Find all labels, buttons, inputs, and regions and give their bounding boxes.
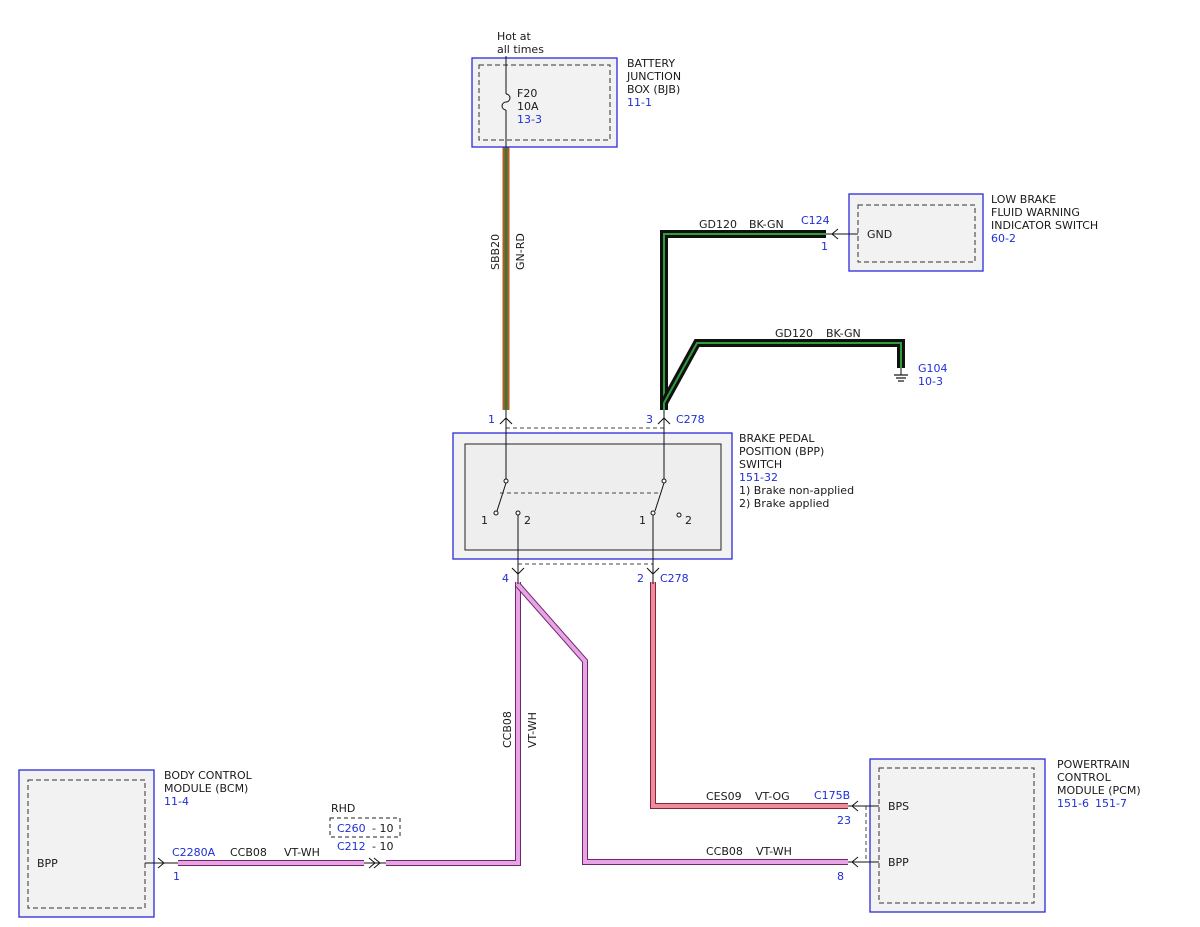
pcm-ref-1[interactable]: 151-6 — [1057, 797, 1089, 810]
pcm-pin-bpp: BPP — [888, 856, 909, 869]
fuse-id: F20 — [517, 87, 537, 100]
bpp-pin-bottom-left: 4 — [502, 572, 509, 585]
wire-gd120-ground-color: BK-GN — [826, 327, 861, 340]
connector-c278-top[interactable]: C278 — [676, 413, 705, 426]
c175b-pin-23: 23 — [837, 814, 851, 827]
battery-junction-box — [471, 56, 618, 148]
wire-ces09-circuit: CES09 — [706, 790, 742, 803]
bpp-pin-top-left: 1 — [488, 413, 495, 426]
wire-ccb08-vertical-circuit: CCB08 — [501, 711, 514, 748]
bpp-right-contact-2: 2 — [685, 514, 692, 527]
low-brake-name-1: LOW BRAKE — [991, 193, 1056, 206]
ground-id[interactable]: G104 — [918, 362, 948, 375]
wire-gd120-top-color: BK-GN — [749, 218, 784, 231]
connector-c124[interactable]: C124 — [801, 214, 830, 227]
bcm-name-2: MODULE (BCM) — [164, 782, 248, 795]
c260-pin: - 10 — [372, 822, 393, 835]
pcm-name-3: MODULE (PCM) — [1057, 784, 1141, 797]
connector-c212[interactable]: C212 — [337, 840, 366, 853]
ground-symbol — [894, 368, 908, 382]
wire-ces09[interactable] — [650, 582, 848, 809]
low-brake-fluid-switch — [826, 193, 984, 272]
pcm-ref-2[interactable]: 151-7 — [1095, 797, 1127, 810]
connector-c175b[interactable]: C175B — [814, 789, 850, 802]
pcm-name-2: CONTROL — [1057, 771, 1112, 784]
bpp-switch — [452, 410, 733, 584]
connector-c2280a[interactable]: C2280A — [172, 846, 216, 859]
bjb-supply-note-1: Hot at — [497, 30, 532, 43]
bpp-pin-top-right: 3 — [646, 413, 653, 426]
c175b-pin-8: 8 — [837, 870, 844, 883]
connector-c260[interactable]: C260 — [337, 822, 366, 835]
ground-ref[interactable]: 10-3 — [918, 375, 943, 388]
bpp-name-3: SWITCH — [739, 458, 782, 471]
c2280a-pin: 1 — [173, 870, 180, 883]
bpp-note-1: 1) Brake non-applied — [739, 484, 854, 497]
low-brake-name-2: FLUID WARNING — [991, 206, 1080, 219]
wire-ccb08-vertical-color: VT-WH — [526, 712, 539, 748]
bpp-right-contact-1: 1 — [639, 514, 646, 527]
bpp-ref[interactable]: 151-32 — [739, 471, 778, 484]
bcm-name-1: BODY CONTROL — [164, 769, 253, 782]
connector-c278-bottom[interactable]: C278 — [660, 572, 689, 585]
body-control-module — [18, 769, 178, 918]
bjb-supply-note-2: all times — [497, 43, 544, 56]
fuse-ref[interactable]: 13-3 — [517, 113, 542, 126]
wire-gd120-top-circuit: GD120 — [699, 218, 737, 231]
low-brake-ref[interactable]: 60-2 — [991, 232, 1016, 245]
wire-gd120-switch[interactable] — [660, 230, 826, 410]
wire-ccb08-bcm-color: VT-WH — [284, 846, 320, 859]
bpp-name-2: POSITION (BPP) — [739, 445, 824, 458]
wire-ces09-color: VT-OG — [755, 790, 790, 803]
bpp-name-1: BRAKE PEDAL — [739, 432, 815, 445]
wire-ccb08-bcm-circuit: CCB08 — [230, 846, 267, 859]
bjb-name-3: BOX (BJB) — [627, 83, 680, 96]
wire-ccb08-pcm[interactable] — [515, 583, 848, 865]
wire-sbb20-color: GN-RD — [514, 233, 527, 270]
wire-ccb08-bcm[interactable] — [178, 582, 521, 866]
wire-ccb08-pcm-circuit: CCB08 — [706, 845, 743, 858]
bjb-name-2: JUNCTION — [626, 70, 681, 83]
bpp-left-contact-2: 2 — [524, 514, 531, 527]
wire-gd120-ground[interactable] — [660, 339, 905, 405]
wire-gd120-ground-circuit: GD120 — [775, 327, 813, 340]
low-brake-name-3: INDICATOR SWITCH — [991, 219, 1098, 232]
bjb-ref[interactable]: 11-1 — [627, 96, 652, 109]
inline-connector — [329, 817, 401, 869]
bcm-pin-bpp: BPP — [37, 857, 58, 870]
wire-sbb20-circuit: SBB20 — [489, 234, 502, 270]
pcm-pin-bps: BPS — [888, 800, 909, 813]
bpp-left-contact-1: 1 — [481, 514, 488, 527]
bcm-ref[interactable]: 11-4 — [164, 795, 189, 808]
bpp-pin-bottom-right: 2 — [637, 572, 644, 585]
wire-ccb08-pcm-color: VT-WH — [756, 845, 792, 858]
powertrain-control-module — [848, 758, 1046, 913]
c212-pin: - 10 — [372, 840, 393, 853]
bpp-note-2: 2) Brake applied — [739, 497, 829, 510]
fuse-rating: 10A — [517, 100, 539, 113]
pcm-name-1: POWERTRAIN — [1057, 758, 1130, 771]
low-brake-pin-gnd: GND — [867, 228, 892, 241]
c124-pin: 1 — [821, 240, 828, 253]
bjb-name-1: BATTERY — [627, 57, 675, 70]
rhd-option-label: RHD — [331, 802, 355, 815]
